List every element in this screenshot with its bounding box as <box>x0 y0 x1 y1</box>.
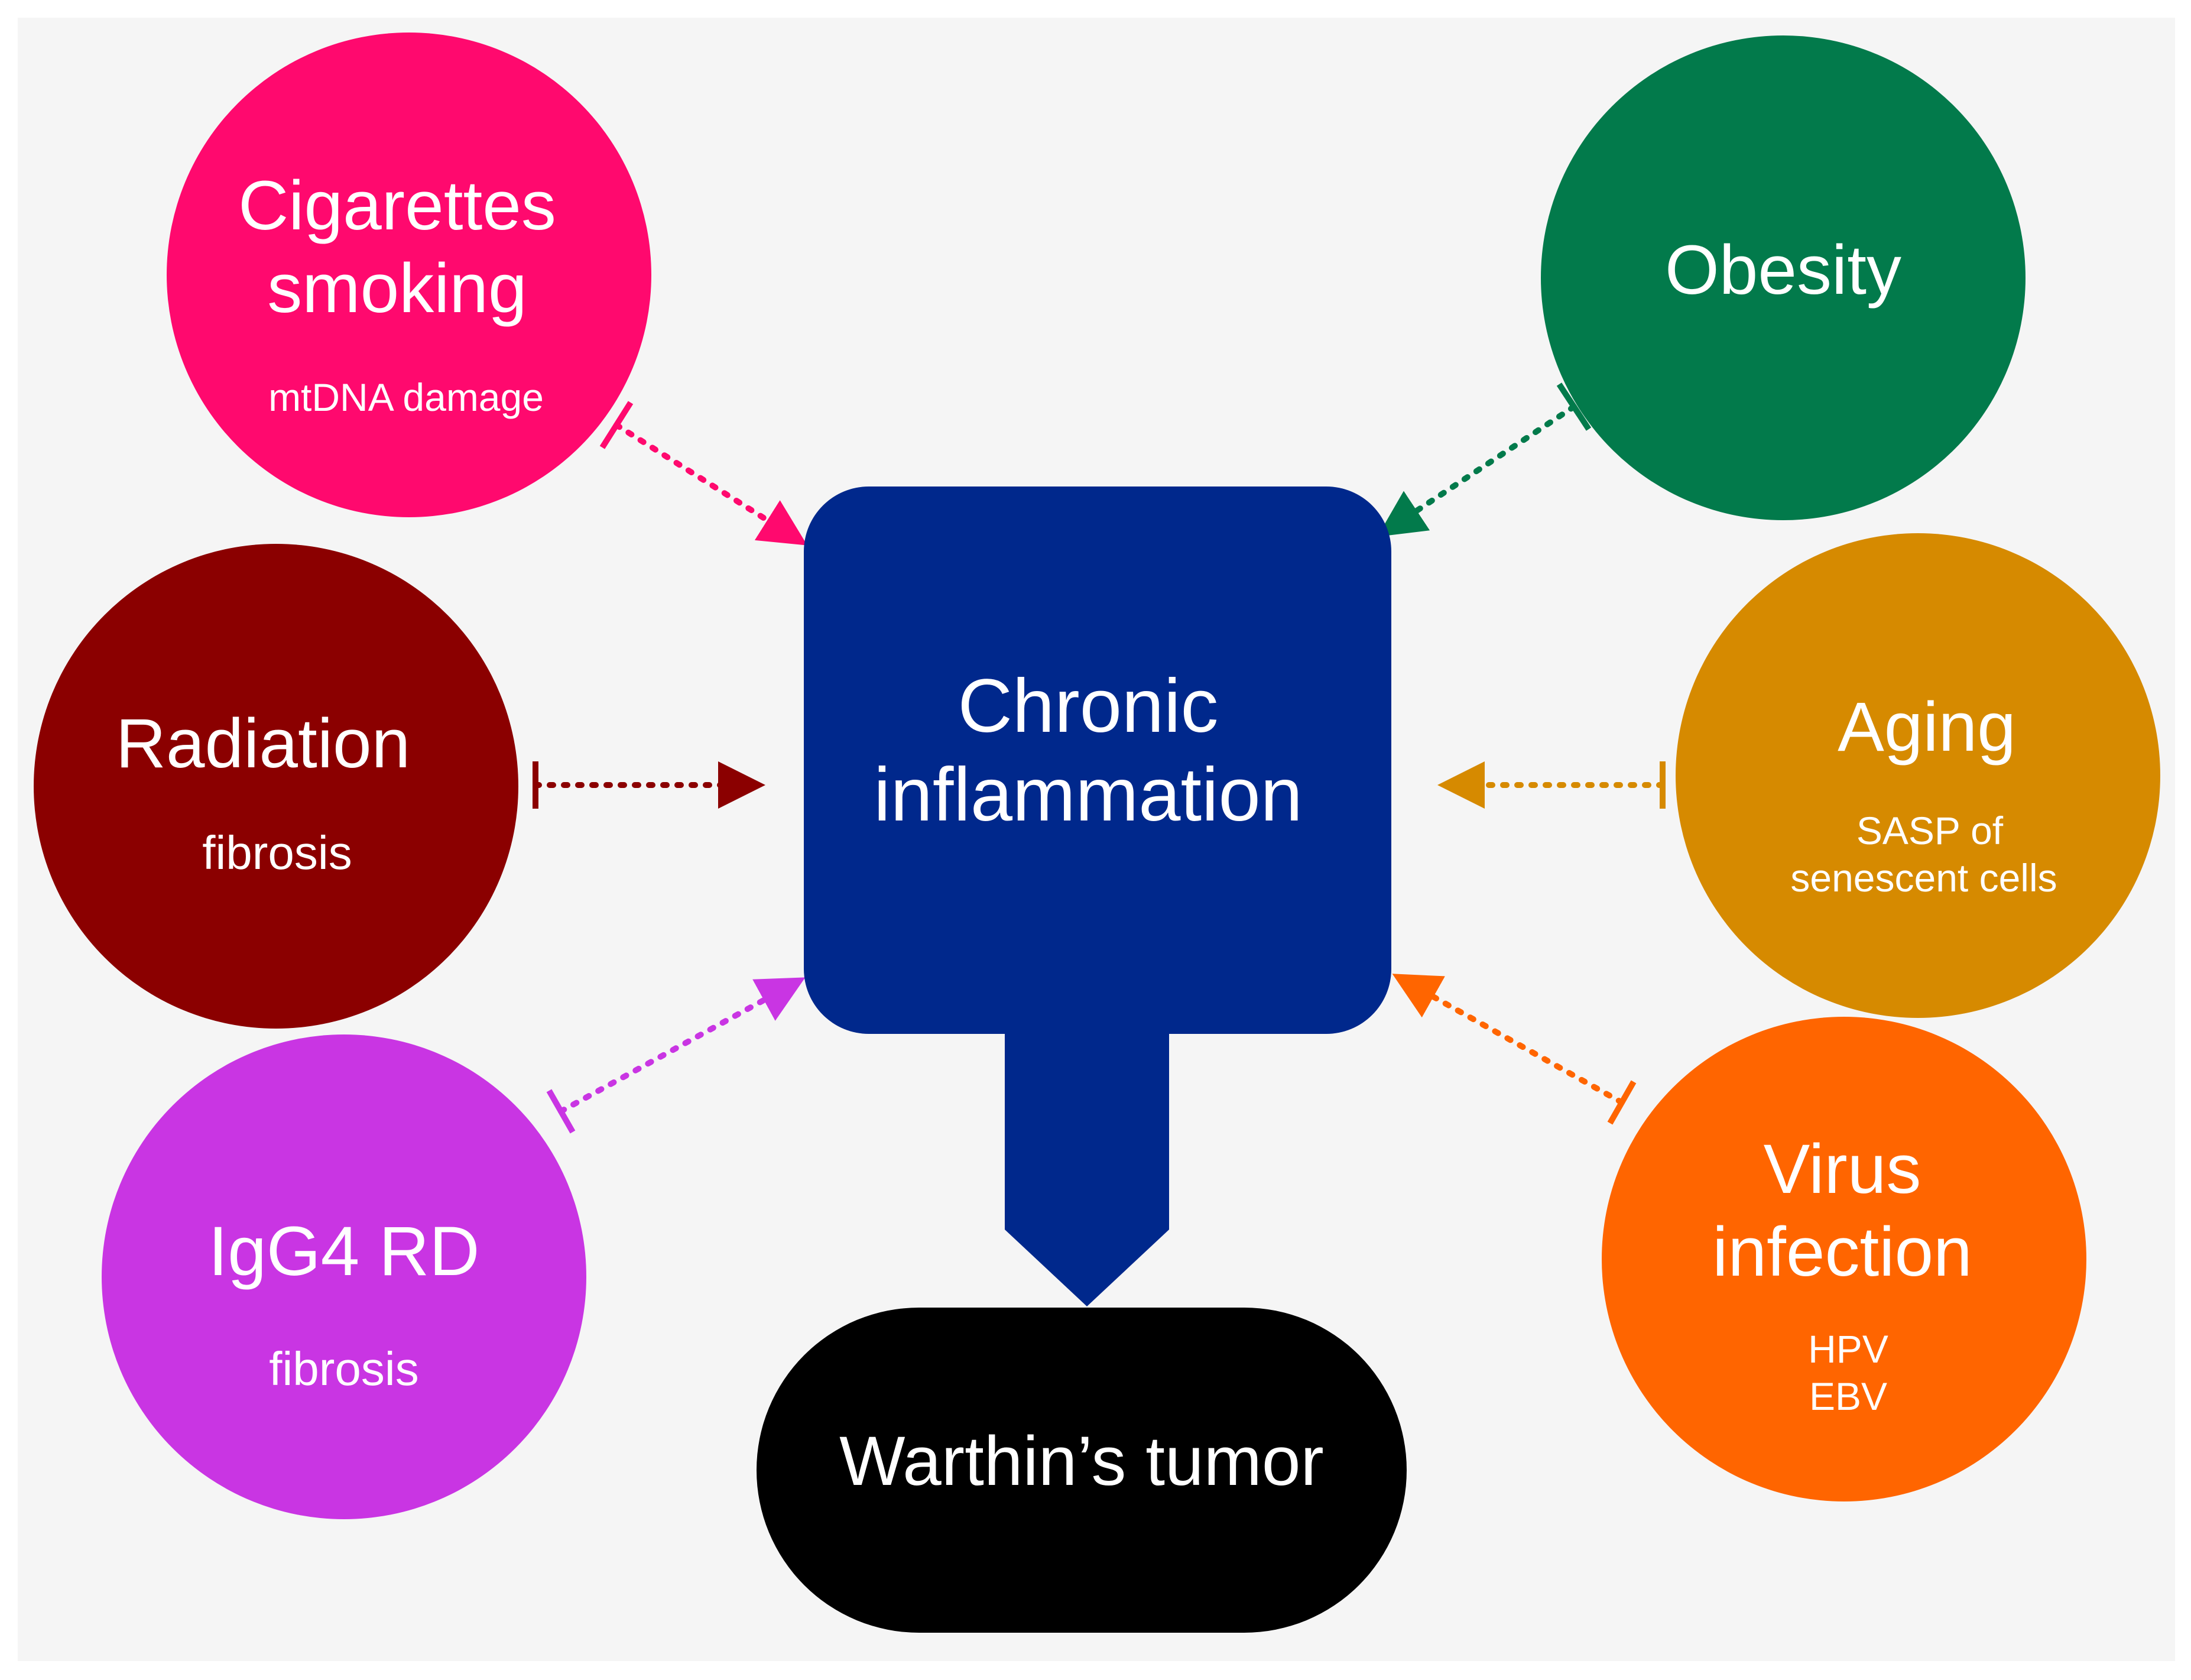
cigarettes-label-line1: Cigarettes <box>238 167 556 245</box>
aging-circle <box>1676 533 2160 1018</box>
cigarettes-circle <box>167 33 651 517</box>
arrow-igg4 <box>546 977 806 1134</box>
radiation-sublabel: fibrosis <box>202 826 352 879</box>
aging-label: Aging <box>1838 688 2016 766</box>
radiation-circle <box>34 544 518 1029</box>
virus-label-line1: Virus <box>1764 1130 1921 1208</box>
obesity-label: Obesity <box>1665 231 1901 309</box>
arrow-aging <box>1437 761 1666 809</box>
arrow-obesity <box>1377 382 1592 537</box>
igg4-circle <box>102 1034 586 1519</box>
virus-label-line2: infection <box>1712 1213 1972 1291</box>
factor-aging: Aging SASP of senescent cells <box>1676 533 2160 1018</box>
factor-radiation: Radiation fibrosis <box>34 544 518 1029</box>
arrow-cigarettes <box>599 401 807 546</box>
factor-igg4-rd: IgG4 RD fibrosis <box>102 1034 586 1519</box>
cigarettes-sublabel: mtDNA damage <box>268 375 544 419</box>
factor-obesity: Obesity <box>1541 35 2026 520</box>
aging-sublabel-line2: senescent cells <box>1790 856 2057 900</box>
arrow-radiation <box>533 761 765 809</box>
factor-cigarettes-smoking: Cigarettes smoking mtDNA damage <box>167 33 651 517</box>
center-to-tumor-arrow <box>1005 1005 1169 1306</box>
center-label-line2: inflammation <box>874 753 1303 837</box>
warthins-tumor-label: Warthin’s tumor <box>839 1422 1324 1500</box>
igg4-sublabel: fibrosis <box>269 1342 418 1395</box>
virus-sublabel-line2: EBV <box>1809 1374 1887 1418</box>
cigarettes-label-line2: smoking <box>267 249 527 327</box>
aging-sublabel-line1: SASP of <box>1856 809 2004 852</box>
obesity-circle <box>1541 35 2026 520</box>
center-label-line1: Chronic <box>957 664 1218 748</box>
radiation-label: Radiation <box>116 705 411 783</box>
virus-circle <box>1602 1017 2086 1501</box>
arrow-virus <box>1392 974 1637 1125</box>
virus-sublabel-line1: HPV <box>1808 1327 1888 1371</box>
chronic-inflammation-box <box>804 487 1391 1034</box>
factor-virus-infection: Virus infection HPV EBV <box>1602 1017 2086 1501</box>
warthins-tumor-pill <box>757 1308 1407 1633</box>
igg4-label: IgG4 RD <box>208 1212 479 1290</box>
